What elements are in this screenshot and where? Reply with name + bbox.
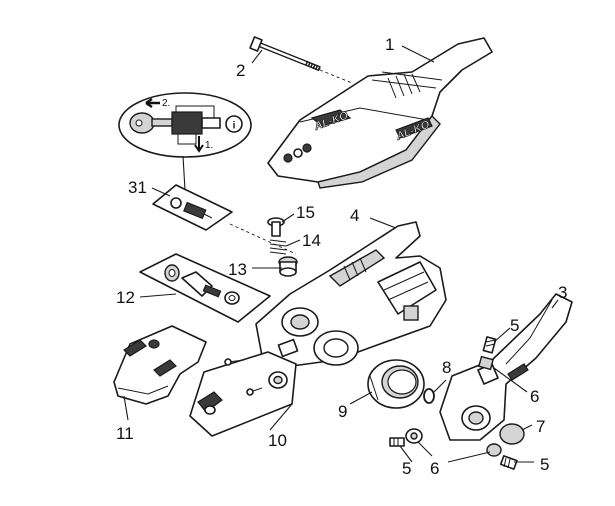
part-top-cover: AL-KO AL-KO [267,37,493,189]
part-handle-lever [439,293,573,441]
step-1-label: 1. [205,140,213,151]
callout-4: 4 [350,206,359,225]
part-lock-cylinder [152,184,297,255]
leader-lines [123,45,559,463]
callout-2: 2 [236,61,245,80]
part-coupling-body [255,221,447,367]
callout-5-right: 5 [540,455,549,474]
part-o-ring [423,388,435,404]
part-side-cover [189,351,297,437]
callout-8: 8 [442,358,451,377]
callout-9: 9 [338,402,347,421]
part-bushing-left [405,428,423,444]
callout-11: 11 [116,424,134,443]
callout-1: 1 [385,35,394,54]
step-2-label: 2. [162,98,170,109]
part-bolt [249,36,353,84]
callout-5-top: 5 [510,316,519,335]
arrow-left-icon [145,98,160,108]
part-screw-top [482,336,497,354]
callout-10: 10 [268,431,287,450]
svg-text:i: i [233,121,236,132]
callout-15: 15 [296,203,315,222]
callout-5-left: 5 [402,459,411,478]
part-screw-right [499,455,518,470]
part-friction-set [139,253,271,323]
part-spring [269,239,287,255]
part-plunger [267,217,285,237]
part-screw-left [389,437,405,447]
callout-13: 13 [228,260,247,279]
info-icon: i [225,115,243,133]
part-bushing-top [478,355,494,371]
callout-31: 31 [128,178,147,197]
arrow-down-icon [194,136,204,153]
callout-12: 12 [116,288,135,307]
part-front-cover [113,325,207,405]
callout-labels: 1 2 3 4 5 5 5 5 6 6 6 7 8 9 10 11 12 13 … [116,35,567,478]
part-bushing-right [486,443,502,457]
part-bushing [278,256,298,277]
callout-6-bottom: 6 [430,459,439,478]
part-wear-ring [367,359,425,409]
key-icon [129,112,173,134]
inset-lock-instructions: 2. 1. i [118,92,252,191]
part-cap [499,423,525,445]
callout-6-top: 6 [530,387,539,406]
callout-14: 14 [302,231,321,250]
callout-3: 3 [558,283,567,302]
callout-7: 7 [536,417,545,436]
